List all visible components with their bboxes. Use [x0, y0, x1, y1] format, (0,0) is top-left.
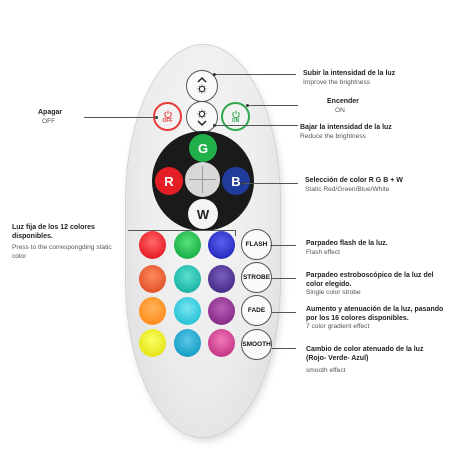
pointer-line — [235, 230, 236, 236]
pointer-dot — [246, 104, 249, 107]
pointer-line — [128, 230, 236, 231]
color-swatch-button[interactable] — [174, 265, 201, 293]
brightness-down-button[interactable] — [186, 101, 218, 133]
pointer-line — [272, 278, 296, 279]
power-on-button[interactable]: ON — [221, 102, 250, 131]
strobe-button[interactable]: STROBE — [241, 262, 272, 293]
color-swatch-button[interactable] — [139, 265, 166, 293]
color-column-1 — [139, 231, 166, 357]
color-swatch-button[interactable] — [208, 329, 235, 357]
color-column-3 — [208, 231, 235, 357]
power-off-button[interactable]: OFF — [153, 102, 182, 131]
flash-label: Parpadeo flash de la luz.Flash effect — [306, 240, 388, 256]
white-button[interactable]: W — [188, 199, 218, 229]
pointer-dot — [155, 116, 158, 119]
brightness-down-icon — [197, 109, 207, 127]
fixed-colors-label: Luz fija de los 12 colores disponibles.P… — [12, 224, 112, 260]
power-icon — [231, 110, 240, 118]
color-swatch-button[interactable] — [208, 265, 235, 293]
red-button[interactable]: R — [155, 167, 183, 195]
power-on-label: ON — [231, 117, 240, 124]
blue-button[interactable]: B — [222, 167, 250, 195]
color-swatch-button[interactable] — [208, 231, 235, 259]
power-off-label: OFF — [162, 117, 173, 124]
pointer-dot — [213, 73, 216, 76]
strobe-label: Parpadeo estroboscópico de la luz del co… — [306, 272, 434, 297]
pointer-line — [84, 117, 156, 118]
color-swatch-button[interactable] — [139, 231, 166, 259]
color-swatch-button[interactable] — [139, 329, 166, 357]
pointer-line — [248, 105, 298, 106]
pointer-dot — [241, 182, 244, 185]
pointer-line — [270, 245, 296, 246]
color-column-2 — [174, 231, 201, 357]
pointer-dot — [213, 124, 216, 127]
brightness-up-button[interactable] — [186, 70, 218, 102]
flash-button[interactable]: FLASH — [241, 229, 272, 260]
color-swatch-button[interactable] — [174, 231, 201, 259]
fade-button[interactable]: FADE — [241, 295, 272, 326]
color-swatch-button[interactable] — [174, 329, 201, 357]
pointer-line — [215, 74, 296, 75]
brightness-up-icon — [197, 76, 207, 94]
color-swatch-button[interactable] — [174, 297, 201, 325]
center-cross-icon — [185, 162, 220, 197]
pointer-line — [272, 348, 296, 349]
smooth-button[interactable]: SMOOTH — [241, 329, 272, 360]
smooth-label: Cambio de color atenuado de la luz (Rojo… — [306, 346, 424, 375]
color-swatch-button[interactable] — [139, 297, 166, 325]
green-button[interactable]: G — [189, 134, 217, 162]
pointer-line — [272, 312, 296, 313]
power-icon — [163, 110, 172, 118]
pointer-line — [243, 183, 298, 184]
pointer-line — [215, 125, 298, 126]
color-swatch-button[interactable] — [208, 297, 235, 325]
fade-label: Aumento y atenuación de la luz, pasando … — [306, 306, 444, 331]
